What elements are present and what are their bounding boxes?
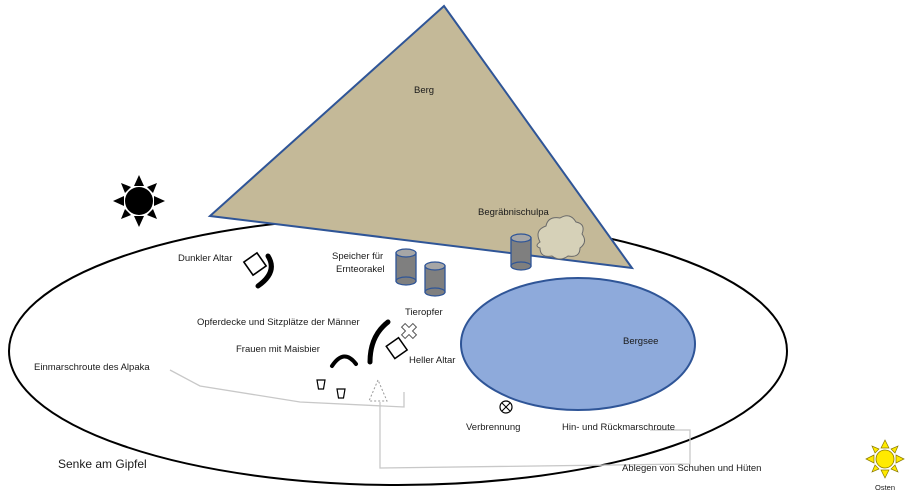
cup-icon [336,388,346,399]
mountain-triangle [207,4,635,270]
cup-icon [316,379,326,390]
mountain-lake [460,277,696,411]
offering-blanket-label: Opferdecke und Sitzplätze der Männer [197,317,360,328]
storage-label-line2: Ernteorakel [336,264,385,275]
mountain-lake-label: Bergsee [623,336,658,347]
cloud-icon [536,215,586,260]
bright-altar-symbol [385,336,409,360]
dashed-triangle-marker [368,378,388,402]
mountain-label: Berg [414,85,434,96]
burning-label: Verbrennung [466,422,520,433]
alpaca-route-line [169,369,405,408]
shoes-hats-label: Ablegen von Schuhen und Hüten [622,463,761,474]
alpaca-route-label: Einmarschroute des Alpaka [34,362,150,373]
animal-sacrifice-label: Tieropfer [405,307,443,318]
round-trip-route-label: Hin- und Rückmarschroute [562,422,675,433]
cylinder-icon [510,233,532,271]
summit-hollow-label: Senke am Gipfel [58,457,147,471]
east-label: Osten [875,483,895,492]
bright-altar-label: Heller Altar [409,355,455,366]
women-maize-beer-arc [330,354,358,368]
dark-sun-icon [113,175,165,227]
route-lines [169,369,691,469]
storage-label-line1: Speicher für [332,251,383,262]
cylinder-icon [424,261,446,297]
burning-icon [499,400,513,414]
east-sun-icon [865,439,905,479]
dark-altar-label: Dunkler Altar [178,253,232,264]
cylinder-icon [395,248,417,286]
cross-icon [400,322,418,340]
dark-altar-symbol [242,251,274,289]
burial-chulpa-label: Begräbnischulpa [478,207,549,218]
women-maize-beer-label: Frauen mit Maisbier [236,344,320,355]
offering-blanket-arc [367,319,391,365]
round-trip-route-line [379,402,691,469]
